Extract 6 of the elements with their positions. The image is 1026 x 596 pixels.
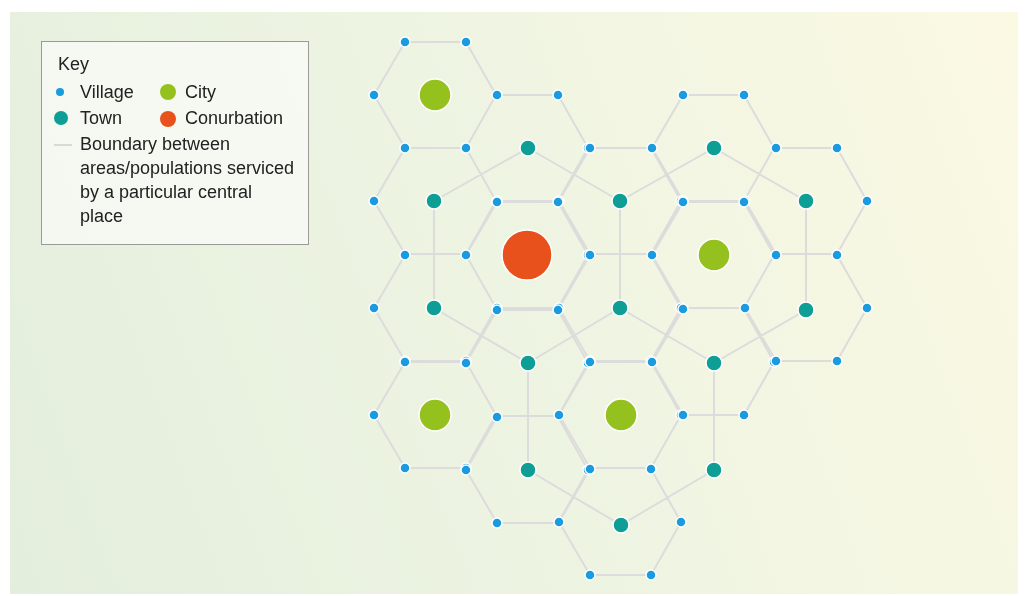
legend-label: City xyxy=(185,81,216,104)
legend-label: Town xyxy=(80,107,123,130)
legend-label: Village xyxy=(80,81,134,104)
legend-title: Key xyxy=(58,53,90,76)
legend-label: Boundary between areas/populations serviced by a particular central place xyxy=(80,133,296,228)
legend-label: Conurbation xyxy=(185,107,284,130)
